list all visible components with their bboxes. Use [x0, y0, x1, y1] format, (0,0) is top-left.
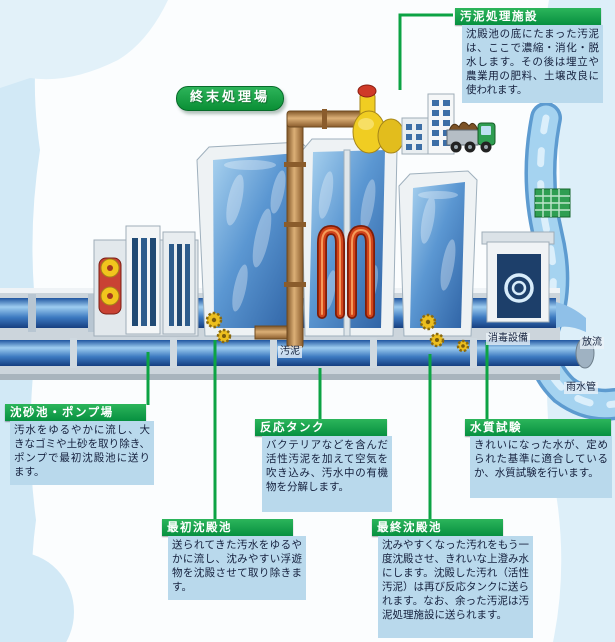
- callout-body-reaction-tank: バクテリアなどを含んだ活性汚泥を加えて空気を吹き込み、汚水中の有機物を分解します…: [262, 436, 392, 512]
- disinfection-building: [481, 231, 555, 323]
- connector-lines: [146, 13, 489, 521]
- callout-body-water-quality: きれいになった水が、定められた基準に適合しているか、水質試験を行います。: [470, 436, 612, 498]
- discharge-stream: [556, 302, 586, 332]
- label-disinfection: 消毒設備: [486, 333, 530, 345]
- callout-title-sludge-facility: 汚泥処理施設: [455, 8, 601, 25]
- callout-body-grit-pump: 汚水をゆるやかに流し、大きなゴミや土砂を取り除き、ポンプで最初沈殿池に送ります。: [10, 421, 154, 485]
- callout-title-primary-sedimentation: 最初沈殿池: [162, 519, 293, 536]
- primary-sedimentation-tank: [196, 141, 311, 337]
- callout-title-water-quality: 水質試験: [465, 419, 611, 436]
- plant-title-badge: 終末処理場: [176, 86, 284, 111]
- callout-title-final-sedimentation: 最終沈殿池: [372, 519, 503, 536]
- reaction-tank: [300, 138, 398, 337]
- label-discharge: 放流: [580, 337, 604, 349]
- connector-sludge-facility: [398, 13, 453, 90]
- label-sludge: 汚泥: [278, 346, 302, 358]
- digester-tanks: [352, 84, 405, 154]
- callout-title-grit-pump: 沈砂池・ポンプ場: [5, 404, 146, 421]
- label-rain-pipe: 雨水管: [564, 382, 598, 394]
- sludge-pipe: [254, 109, 368, 349]
- pump-machines: [98, 257, 122, 315]
- callout-body-final-sedimentation: 沈みやすくなった汚れをもう一度沈殿させ、きれいな上澄み水にします。沈殿した汚れ（…: [378, 536, 533, 638]
- scraper-gears: [205, 311, 470, 353]
- final-sedimentation-tank: [398, 170, 478, 337]
- callout-title-reaction-tank: 反応タンク: [255, 419, 387, 436]
- aeration-pipes: [317, 224, 375, 319]
- dump-truck: [446, 121, 496, 153]
- pump-station: [93, 225, 199, 337]
- callout-body-primary-sedimentation: 送られてきた汚水をゆるやかに流し、沈みやすい浮遊物を沈殿させて取り除きます。: [168, 536, 306, 600]
- callout-body-sludge-facility: 沈殿池の底にたまった汚泥は、ここで濃縮・消化・脱水します。その後は埋立や農業用の…: [462, 25, 603, 103]
- dam-gate: [534, 188, 571, 218]
